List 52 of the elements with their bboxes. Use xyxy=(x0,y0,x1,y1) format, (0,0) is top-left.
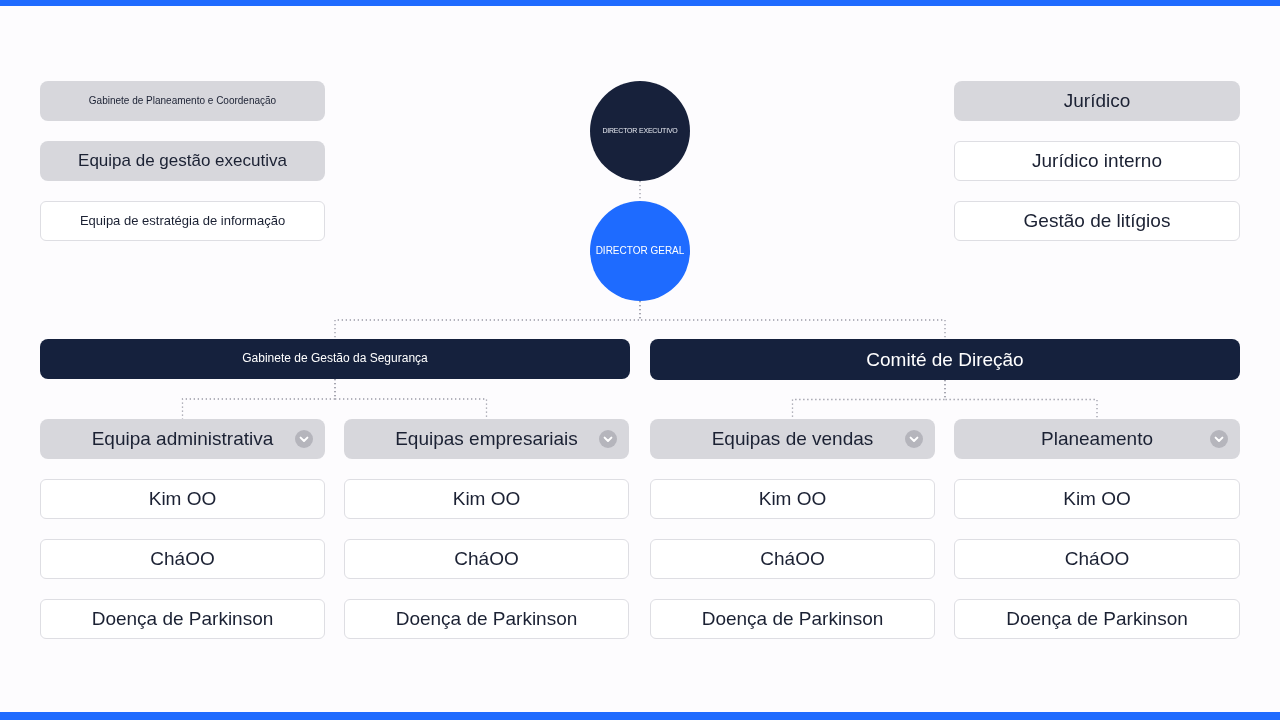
division-bar xyxy=(40,339,630,379)
unit-name: Kim OO xyxy=(758,488,827,510)
unit-card xyxy=(344,479,629,519)
unit-card xyxy=(954,599,1240,639)
unit-name: Equipa de gestão executiva xyxy=(78,151,287,171)
unit-card xyxy=(40,141,325,181)
unit-name: Kim OO xyxy=(148,488,217,510)
unit-card xyxy=(40,419,325,459)
unit-name: Planeamento xyxy=(1041,428,1153,450)
unit-name: Jurídico xyxy=(1063,90,1131,112)
unit-card xyxy=(40,479,325,519)
unit-card xyxy=(344,599,629,639)
unit-card xyxy=(954,141,1240,181)
unit-card xyxy=(954,201,1240,241)
unit-card xyxy=(954,81,1240,121)
unit-name: Equipas empresariais xyxy=(395,428,578,450)
connector-line xyxy=(639,300,946,340)
unit-name: Doença de Parkinson xyxy=(1006,608,1188,630)
connector-line xyxy=(334,378,488,420)
division-bar xyxy=(650,339,1240,380)
unit-card xyxy=(40,81,325,121)
unit-name: CháOO xyxy=(150,548,215,570)
unit-card xyxy=(650,599,935,639)
unit-name: Gabinete de Planeamento e Coordenação xyxy=(88,95,277,107)
unit-name: Equipas de vendas xyxy=(711,428,874,450)
unit-name: CháOO xyxy=(760,548,825,570)
unit-name: Equipa administrativa xyxy=(91,428,274,450)
unit-name: Kim OO xyxy=(1063,488,1131,510)
unit-name: CháOO xyxy=(454,548,519,570)
unit-name: Doença de Parkinson xyxy=(701,608,884,630)
role-title: DIRECTOR GERAL xyxy=(595,245,685,257)
connector-line xyxy=(944,379,1098,420)
unit-name: Jurídico interno xyxy=(1032,150,1162,172)
unit-card xyxy=(954,479,1240,519)
unit-name: CháOO xyxy=(1064,548,1130,570)
unit-name: Gestão de litígios xyxy=(1023,210,1171,232)
division-name: Comité de Direção xyxy=(866,348,1024,371)
unit-card xyxy=(650,479,935,519)
division-name: Gabinete de Gestão da Segurança xyxy=(242,352,428,366)
unit-card xyxy=(40,539,325,579)
unit-name: Equipa de estratégia de informação xyxy=(79,213,286,229)
unit-card xyxy=(650,419,935,459)
unit-card xyxy=(954,419,1240,459)
unit-card xyxy=(344,419,629,459)
unit-card xyxy=(650,539,935,579)
unit-card xyxy=(40,599,325,639)
unit-card xyxy=(40,201,325,241)
unit-card xyxy=(954,539,1240,579)
unit-name: Doença de Parkinson xyxy=(395,608,578,630)
unit-name: Kim OO xyxy=(452,488,521,510)
unit-card xyxy=(344,539,629,579)
unit-name: Doença de Parkinson xyxy=(91,608,274,630)
